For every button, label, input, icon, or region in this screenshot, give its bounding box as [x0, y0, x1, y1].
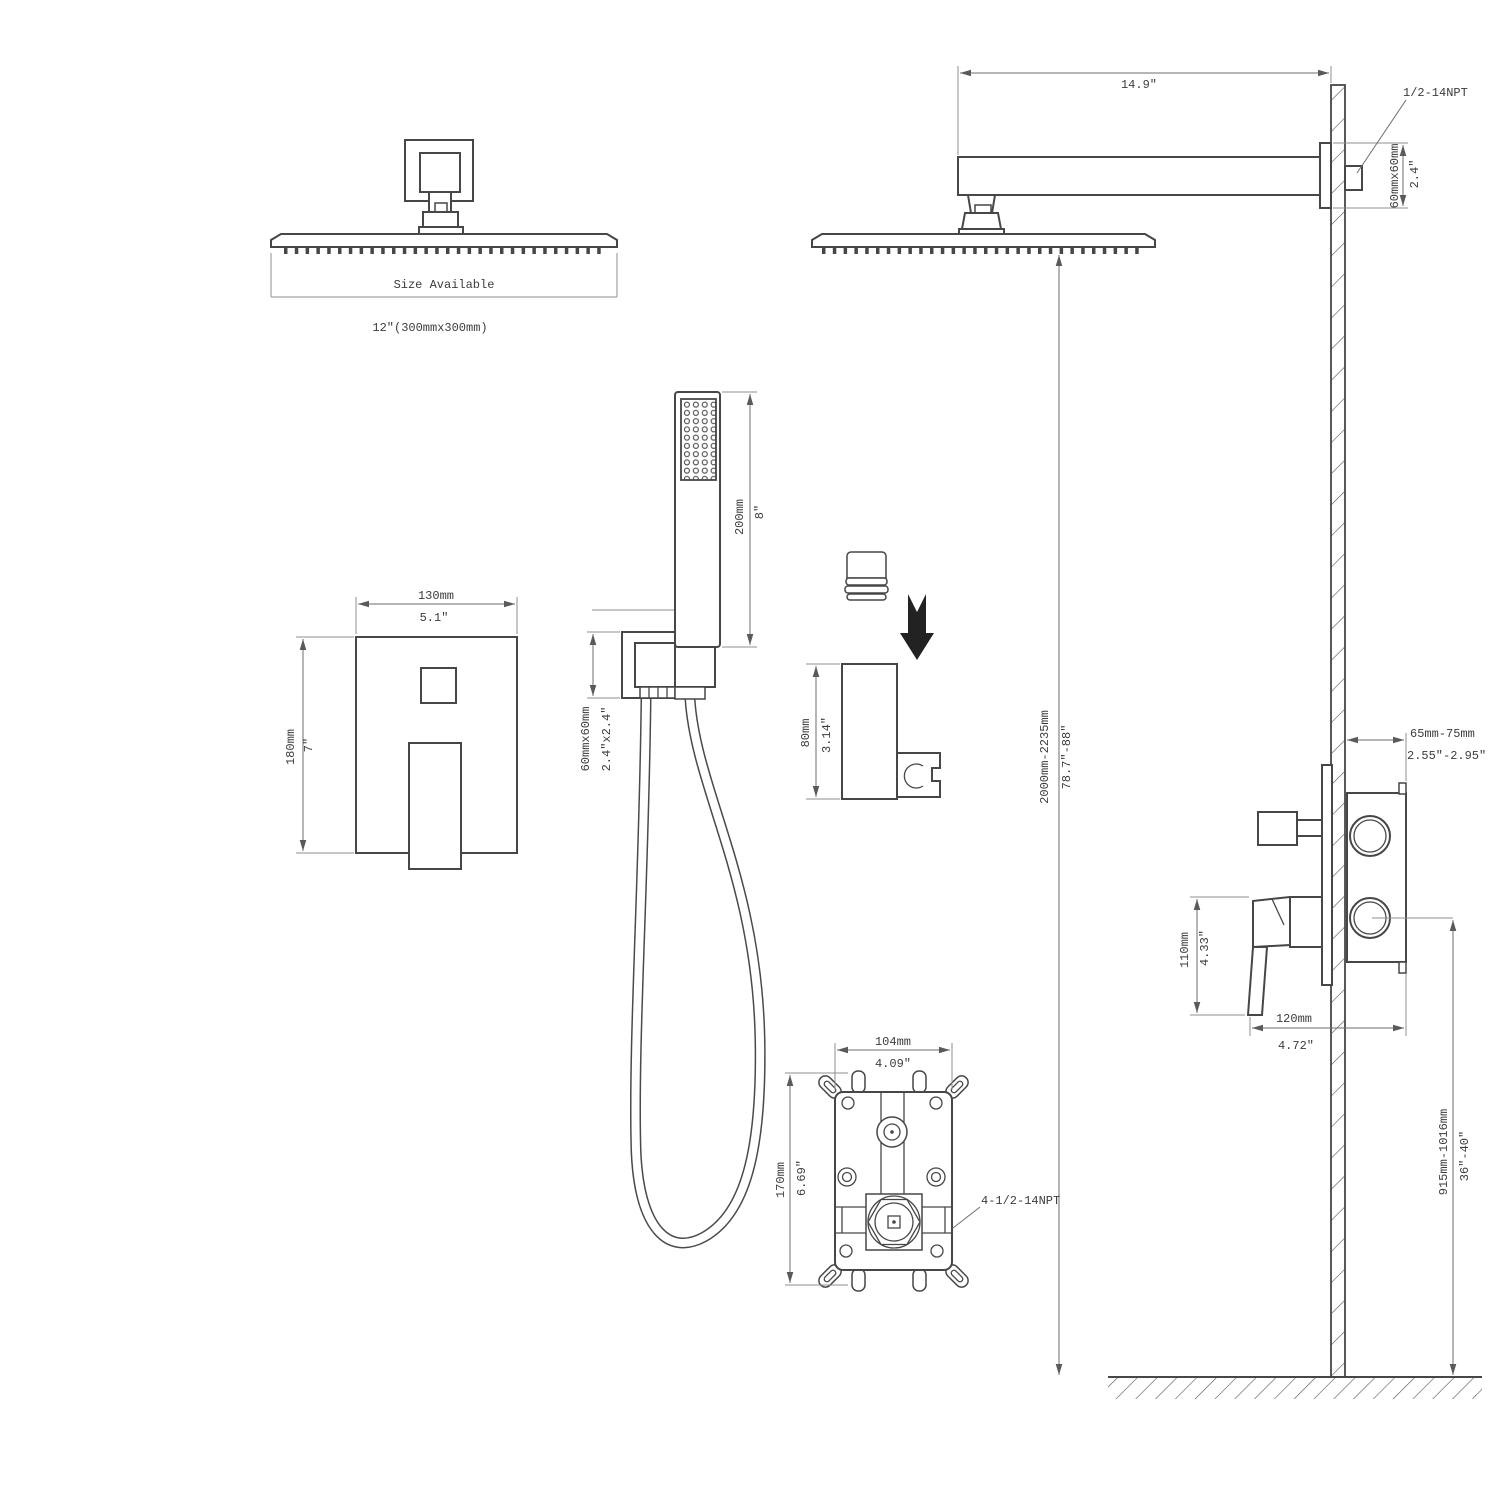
bracket-height-mm: 80mm: [799, 719, 813, 748]
mixer-valve-front-view: 130mm 5.1″ 180mm 7″: [284, 589, 518, 870]
mixer-handle: [408, 742, 462, 870]
floor-hatch: [1108, 1378, 1482, 1399]
head-mount-outer-square: [404, 139, 474, 202]
mount-height-mm: 915mm-1016mm: [1437, 1109, 1451, 1195]
mount-height-in: 36″-40″: [1458, 1131, 1472, 1181]
diverter-knob-side: [1257, 811, 1298, 846]
mounting-ears: [818, 1075, 969, 1288]
hose-connector-cap: [846, 551, 887, 579]
dim-valve-width: 120mm 4.72″: [1249, 974, 1407, 1053]
dim-holder-size: 60mmx60mm 2.4″x2.4″: [579, 631, 620, 772]
mixer-height-in: 7″: [302, 738, 316, 752]
dim-arm-flange: 60mmx60mm 2.4″: [1333, 142, 1422, 209]
bracket-height-in: 3.14″: [820, 717, 834, 753]
dim-mount-height: 915mm-1016mm 36″-40″: [1372, 917, 1472, 1375]
hose-nut: [639, 686, 676, 699]
install-height-in: 78.7″-88″: [1060, 725, 1074, 790]
hand-shower-assembly: 200mm 8″ 60mmx60mm 2.4″x2.4″: [579, 391, 767, 1249]
dim-roughin-height: 170mm 6.69″: [774, 1072, 848, 1286]
shower-head-plate-side: [811, 233, 1156, 248]
wall-thread-callout: 1/2-14NPT: [1356, 86, 1468, 174]
rough-in-tab-bottom: [1398, 961, 1407, 974]
mixer-width-mm: 130mm: [418, 589, 454, 603]
arm-flange-in: 2.4″: [1408, 160, 1422, 189]
handle-escutcheon-side: [1289, 896, 1323, 948]
bracket-clip-c: [903, 763, 924, 789]
dim-size-available: Size Available 12″(300mmx300mm): [270, 253, 618, 335]
arm-flange-mm: 60mmx60mm: [1388, 144, 1402, 209]
head-ball-notch-side: [974, 204, 992, 214]
wand-length-in: 8″: [753, 505, 767, 519]
size-option-label: 12″(300mmx300mm): [372, 321, 487, 335]
roughin-thread-label: 4-1/2-14NPT: [981, 1194, 1060, 1208]
trim-plate-side: [1321, 764, 1333, 986]
dim-mixer-height: 180mm 7″: [284, 636, 354, 854]
dim-valve-depth: 65mm-75mm 2.55″-2.95″: [1347, 727, 1486, 781]
handle-height-mm: 110mm: [1178, 932, 1192, 968]
dim-handle-height: 110mm 4.33″: [1178, 896, 1249, 1016]
bracket-assembly: 80mm 3.14″: [799, 551, 941, 800]
diverter-stem-side: [1296, 819, 1323, 837]
mounting-tabs: [851, 1070, 927, 1292]
screw-holes: [837, 1096, 946, 1258]
size-available-label: Size Available: [394, 278, 495, 292]
holder-size-in: 2.4″x2.4″: [600, 707, 614, 772]
roughin-width-in: 4.09″: [875, 1057, 911, 1071]
roughin-width-mm: 104mm: [875, 1035, 911, 1049]
valve-depth-in: 2.55″-2.95″: [1407, 749, 1486, 763]
diverter-button: [420, 667, 457, 704]
dim-wand-length: 200mm 8″: [722, 391, 767, 648]
handle-height-in: 4.33″: [1198, 930, 1212, 966]
mixer-side-view: [1246, 764, 1407, 1016]
hose-connector-threads: [844, 577, 889, 601]
down-arrow-icon: [900, 594, 934, 660]
mixer-width-in: 5.1″: [420, 611, 449, 625]
rough-in-tab-top: [1398, 782, 1407, 795]
holder-size-mm: 60mmx60mm: [579, 707, 593, 772]
valve-width-in: 4.72″: [1278, 1039, 1314, 1053]
install-height-mm: 2000mm-2235mm: [1038, 710, 1052, 804]
roughin-thread-callout: 4-1/2-14NPT: [952, 1194, 1060, 1229]
wand-handle-end: [674, 686, 706, 700]
valve-depth-mm: 65mm-75mm: [1410, 727, 1475, 741]
cartridge-assembly: [835, 1193, 952, 1251]
wand-spray-face: [680, 398, 717, 481]
dim-bracket-height: 80mm 3.14″: [799, 663, 840, 800]
wand-length-mm: 200mm: [733, 499, 747, 535]
bracket-clip-outline: [896, 752, 941, 798]
handle-body-side: [1252, 895, 1291, 949]
roughin-height-in: 6.69″: [795, 1160, 809, 1196]
wall-section: [1330, 84, 1346, 1378]
dim-arm-length: 14.9″: [957, 66, 1332, 155]
port-circle-top: [1349, 815, 1391, 857]
head-ball-base: [422, 211, 459, 228]
head-cone-side: [960, 212, 1003, 230]
dim-roughin-width: 104mm 4.09″: [834, 1035, 953, 1090]
shower-head-plate: [270, 233, 618, 248]
mixer-height-mm: 180mm: [284, 729, 298, 765]
roughin-height-mm: 170mm: [774, 1162, 788, 1198]
arm-wall-flange: [1319, 142, 1332, 209]
wall-side-view: 2000mm-2235mm 78.7″-88″ 14.9″ 60mmx60mm: [811, 66, 1486, 1399]
wall-thread-label: 1/2-14NPT: [1403, 86, 1468, 100]
valve-width-mm: 120mm: [1276, 1012, 1312, 1026]
bracket-body: [841, 663, 898, 800]
rough-in-valve-front-view: 104mm 4.09″ 170mm 6.69″ 4-1/2-14NPT: [774, 1035, 1060, 1292]
dim-mixer-width: 130mm 5.1″: [355, 589, 518, 634]
head-stem-notch: [434, 202, 448, 213]
arm-length-label: 14.9″: [1121, 78, 1157, 92]
handle-lever-side: [1246, 946, 1269, 1016]
shower-hose: [629, 698, 766, 1249]
shower-arm: [957, 156, 1332, 196]
front-showerhead-view: Size Available 12″(300mmx300mm): [270, 139, 618, 335]
cartridge-hex: [867, 1198, 921, 1246]
